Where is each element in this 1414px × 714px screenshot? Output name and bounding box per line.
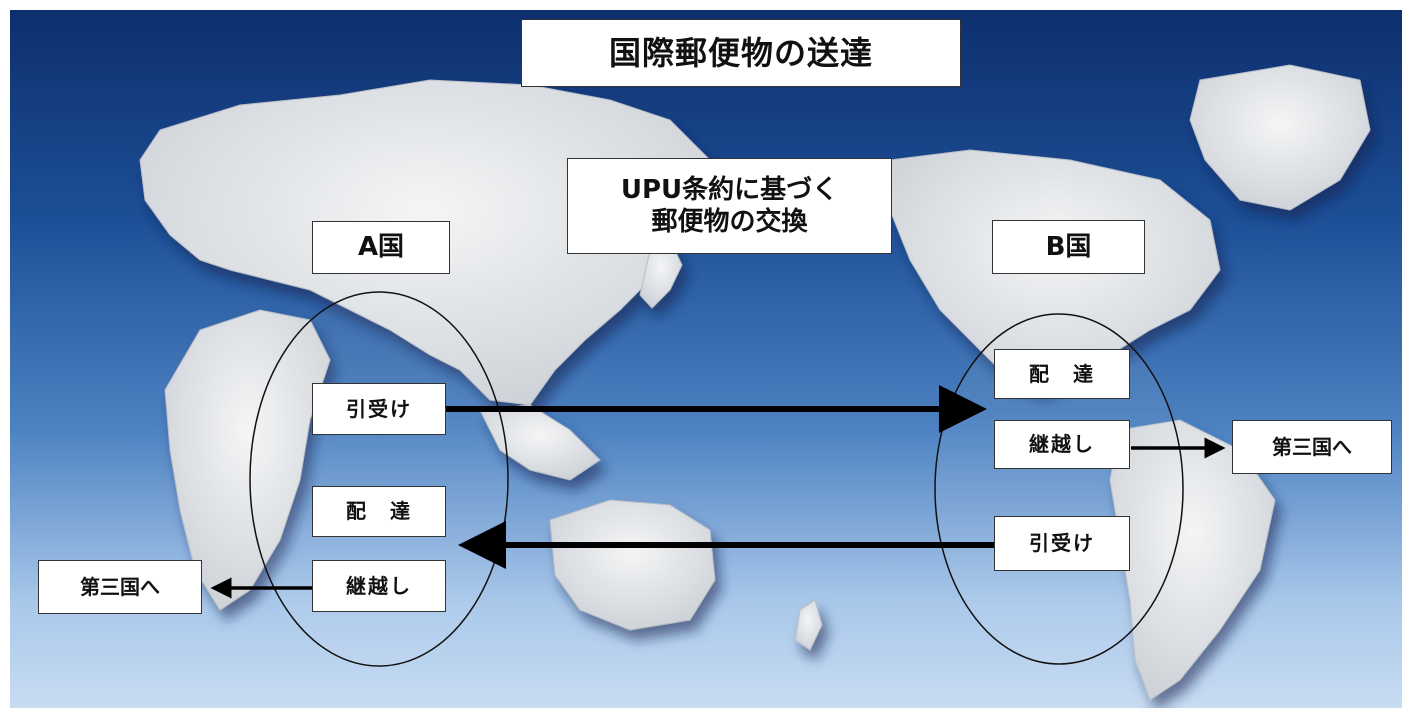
country-b-label: B国 bbox=[992, 220, 1145, 274]
page-title-text: 国際郵便物の送達 bbox=[608, 34, 873, 72]
page-title: 国際郵便物の送達 bbox=[521, 19, 961, 87]
landmass-greenland bbox=[1189, 64, 1371, 211]
country-b-delivery: 配 達 bbox=[994, 349, 1130, 399]
exchange-note-line1: UPU条約に基づく bbox=[620, 174, 839, 205]
country-b-forwarding: 継越し bbox=[994, 420, 1130, 469]
exchange-note: UPU条約に基づく 郵便物の交換 bbox=[567, 158, 892, 254]
country-b-third-country: 第三国へ bbox=[1232, 420, 1392, 474]
country-b-acceptance: 引受け bbox=[994, 516, 1130, 571]
exchange-note-line2: 郵便物の交換 bbox=[651, 207, 808, 237]
country-a-label: A国 bbox=[312, 221, 450, 274]
landmass-australia bbox=[549, 499, 716, 631]
country-a-acceptance: 引受け bbox=[312, 383, 446, 435]
country-a-delivery: 配 達 bbox=[312, 486, 446, 537]
country-b-ellipse bbox=[934, 313, 1184, 665]
landmass-new-zealand bbox=[794, 599, 823, 651]
country-a-third-country: 第三国へ bbox=[38, 560, 202, 614]
country-a-forwarding: 継越し bbox=[312, 560, 446, 612]
